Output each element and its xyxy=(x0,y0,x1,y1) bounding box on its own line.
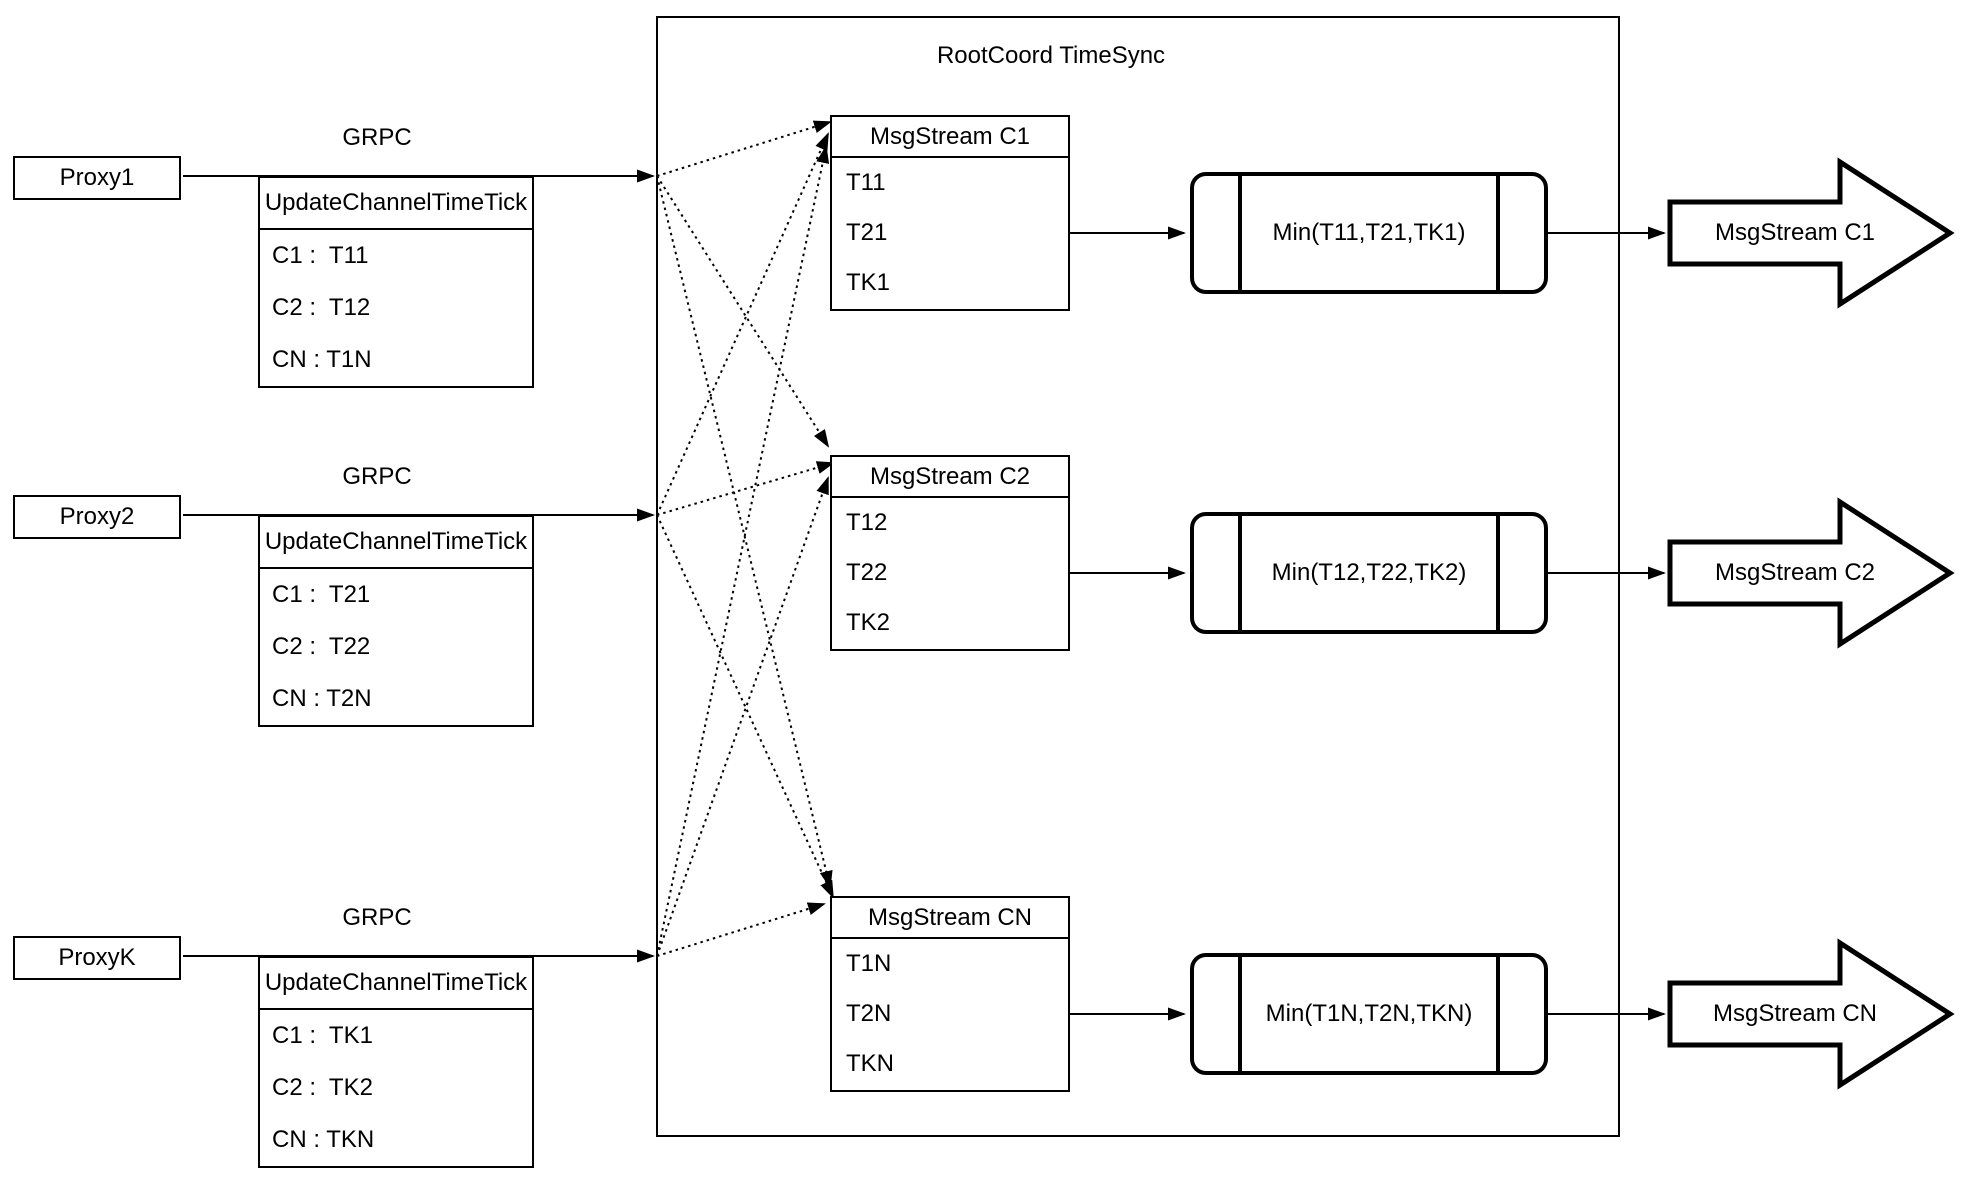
output-block-arrow-cn xyxy=(1667,938,1955,1090)
output-arrow-label-cn: MsgStream CN xyxy=(1712,1000,1878,1027)
grpc-label-k: GRPC xyxy=(342,904,412,931)
table-row: C2 : TK2 xyxy=(272,1074,373,1101)
dotted-arrow-pk-c1 xyxy=(656,145,830,957)
min-label-c1: Min(T11,T21,TK1) xyxy=(1272,219,1466,246)
min-box-cn: Min(T1N,T2N,TKN) xyxy=(1190,953,1548,1075)
min-box-divider-right xyxy=(1496,516,1500,630)
table-row: CN : TKN xyxy=(272,1126,375,1153)
timetick-table-2-header: UpdateChannelTimeTick xyxy=(260,517,532,569)
stream-row: T2N xyxy=(846,1000,892,1027)
output-arrow-label-c2: MsgStream C2 xyxy=(1714,559,1876,586)
rootcoord-box xyxy=(656,16,1620,1137)
rootcoord-title: RootCoord TimeSync xyxy=(936,42,1166,69)
dotted-arrow-p1-c2 xyxy=(656,175,830,448)
timetick-table-1-header: UpdateChannelTimeTick xyxy=(260,178,532,230)
msgstream-box-c1: MsgStream C1 T11 T21 TK1 xyxy=(830,115,1070,311)
grpc-label-2: GRPC xyxy=(342,463,412,490)
dotted-arrow-p2-c1 xyxy=(656,132,829,516)
proxyk-label: ProxyK xyxy=(58,944,136,971)
output-block-arrow-c1 xyxy=(1667,157,1955,309)
table-row: C2 : T12 xyxy=(272,294,371,321)
table-row: C1 : TK1 xyxy=(272,1022,373,1049)
msgstream-box-cn: MsgStream CN T1N T2N TKN xyxy=(830,896,1070,1092)
msgstream-box-cn-header: MsgStream CN xyxy=(832,898,1068,939)
dotted-arrow-p1-cn xyxy=(656,175,833,889)
min-box-divider-right xyxy=(1496,957,1500,1071)
min-box-c2: Min(T12,T22,TK2) xyxy=(1190,512,1548,634)
msgstream-box-c1-header: MsgStream C1 xyxy=(832,117,1068,158)
stream-row: T12 xyxy=(846,509,888,536)
grpc-label-1: GRPC xyxy=(342,124,412,151)
proxy2-label: Proxy2 xyxy=(59,503,135,530)
min-box-c1: Min(T11,T21,TK1) xyxy=(1190,172,1548,294)
table-row: C1 : T21 xyxy=(272,581,371,608)
timetick-table-1: UpdateChannelTimeTick C1 : T11 C2 : T12 … xyxy=(258,176,534,388)
fanout-dotted-arrows xyxy=(656,120,835,957)
timetick-table-k-header: UpdateChannelTimeTick xyxy=(260,958,532,1010)
timetick-table-k: UpdateChannelTimeTick C1 : TK1 C2 : TK2 … xyxy=(258,956,534,1168)
output-arrow-label-c1: MsgStream C1 xyxy=(1714,219,1876,246)
min-to-output-arrows xyxy=(1548,226,1666,1021)
stream-to-min-arrows xyxy=(1070,226,1186,1021)
output-block-arrows xyxy=(1667,157,1955,1090)
msgstream-box-c2-header: MsgStream C2 xyxy=(832,457,1068,498)
output-block-arrow-c2 xyxy=(1667,497,1955,649)
msgstream-box-c2: MsgStream C2 T12 T22 TK2 xyxy=(830,455,1070,651)
proxyk-box: ProxyK xyxy=(13,936,181,980)
table-row: CN : T1N xyxy=(272,346,372,373)
proxy1-label: Proxy1 xyxy=(59,164,135,191)
dotted-arrow-p1-c1 xyxy=(656,120,832,177)
min-box-divider-left xyxy=(1238,957,1242,1071)
proxy2-box: Proxy2 xyxy=(13,495,181,539)
table-row: C1 : T11 xyxy=(272,242,369,269)
table-row: CN : T2N xyxy=(272,685,372,712)
stream-row: T21 xyxy=(846,219,888,246)
min-label-cn: Min(T1N,T2N,TKN) xyxy=(1265,1000,1473,1027)
stream-row: TK2 xyxy=(846,609,891,636)
stream-row: TKN xyxy=(846,1050,894,1077)
proxy1-box: Proxy1 xyxy=(13,156,181,200)
min-box-divider-left xyxy=(1238,516,1242,630)
timetick-table-2: UpdateChannelTimeTick C1 : T21 C2 : T22 … xyxy=(258,515,534,727)
min-box-divider-left xyxy=(1238,176,1242,290)
min-box-divider-right xyxy=(1496,176,1500,290)
dotted-arrow-pk-c2 xyxy=(656,476,829,957)
stream-row: T1N xyxy=(846,950,892,977)
dotted-arrow-p2-cn xyxy=(656,514,834,899)
min-label-c2: Min(T12,T22,TK2) xyxy=(1271,559,1467,586)
dotted-arrow-p2-c2 xyxy=(656,461,835,516)
stream-row: T11 xyxy=(846,169,886,196)
stream-row: T22 xyxy=(846,559,888,586)
stream-row: TK1 xyxy=(846,269,891,296)
table-row: C2 : T22 xyxy=(272,633,371,660)
dotted-arrow-pk-cn xyxy=(656,902,826,957)
